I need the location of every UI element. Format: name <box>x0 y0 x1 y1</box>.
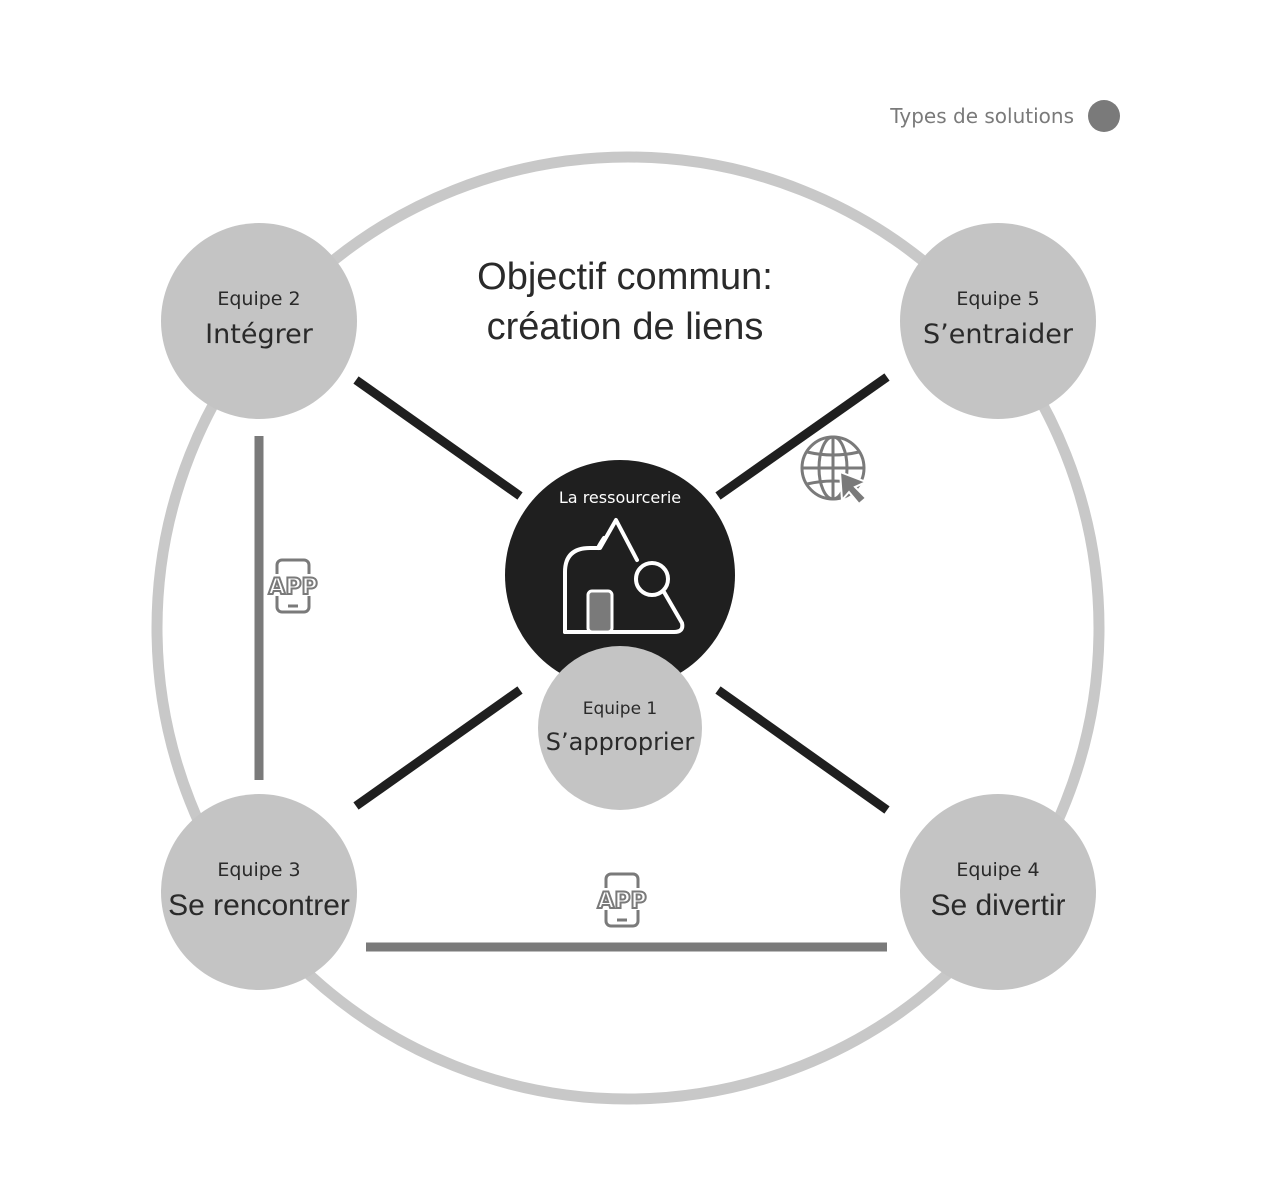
title-line-2: création de liens <box>486 306 764 348</box>
ressourcerie-icon <box>563 518 685 634</box>
outer-ring <box>151 151 1105 1105</box>
legend-label: Types de solutions <box>890 104 1074 128</box>
team-3-node: Equipe 3 Se rencontrer <box>161 794 357 990</box>
spoke-team5 <box>715 373 890 500</box>
title-line-1: Objectif commun: <box>477 256 773 298</box>
diagram-title: Objectif commun: création de liens <box>380 252 870 352</box>
legend-dot <box>1088 100 1120 132</box>
app-icon: APP <box>593 872 651 928</box>
legend: Types de solutions <box>860 98 1120 134</box>
team-5-node: Equipe 5 S’entraider <box>900 223 1096 419</box>
team-number: Equipe 5 <box>956 288 1040 310</box>
team-verb: Se rencontrer <box>168 889 350 922</box>
team-4-node: Equipe 4 Se divertir <box>900 794 1096 990</box>
spoke-team3 <box>353 686 523 810</box>
team-number: Equipe 4 <box>956 859 1040 881</box>
svg-text:APP: APP <box>597 889 646 914</box>
team-verb: Intégrer <box>205 319 313 350</box>
team-number: Equipe 3 <box>217 859 301 881</box>
spoke-team4 <box>715 686 890 814</box>
team-number: Equipe 1 <box>582 699 658 719</box>
globe-cursor-icon <box>800 435 869 506</box>
team-1-node: Equipe 1 S’approprier <box>538 646 702 810</box>
team-number: Equipe 2 <box>217 288 301 310</box>
spoke-team2 <box>353 376 523 500</box>
team-verb: Se divertir <box>930 889 1066 922</box>
app-icon: APP <box>264 558 322 614</box>
hub-label: La ressourcerie <box>558 488 682 507</box>
svg-text:APP: APP <box>268 575 317 600</box>
team-verb: S’approprier <box>545 728 695 756</box>
team-verb: S’entraider <box>922 319 1074 350</box>
team-2-node: Equipe 2 Intégrer <box>161 223 357 419</box>
